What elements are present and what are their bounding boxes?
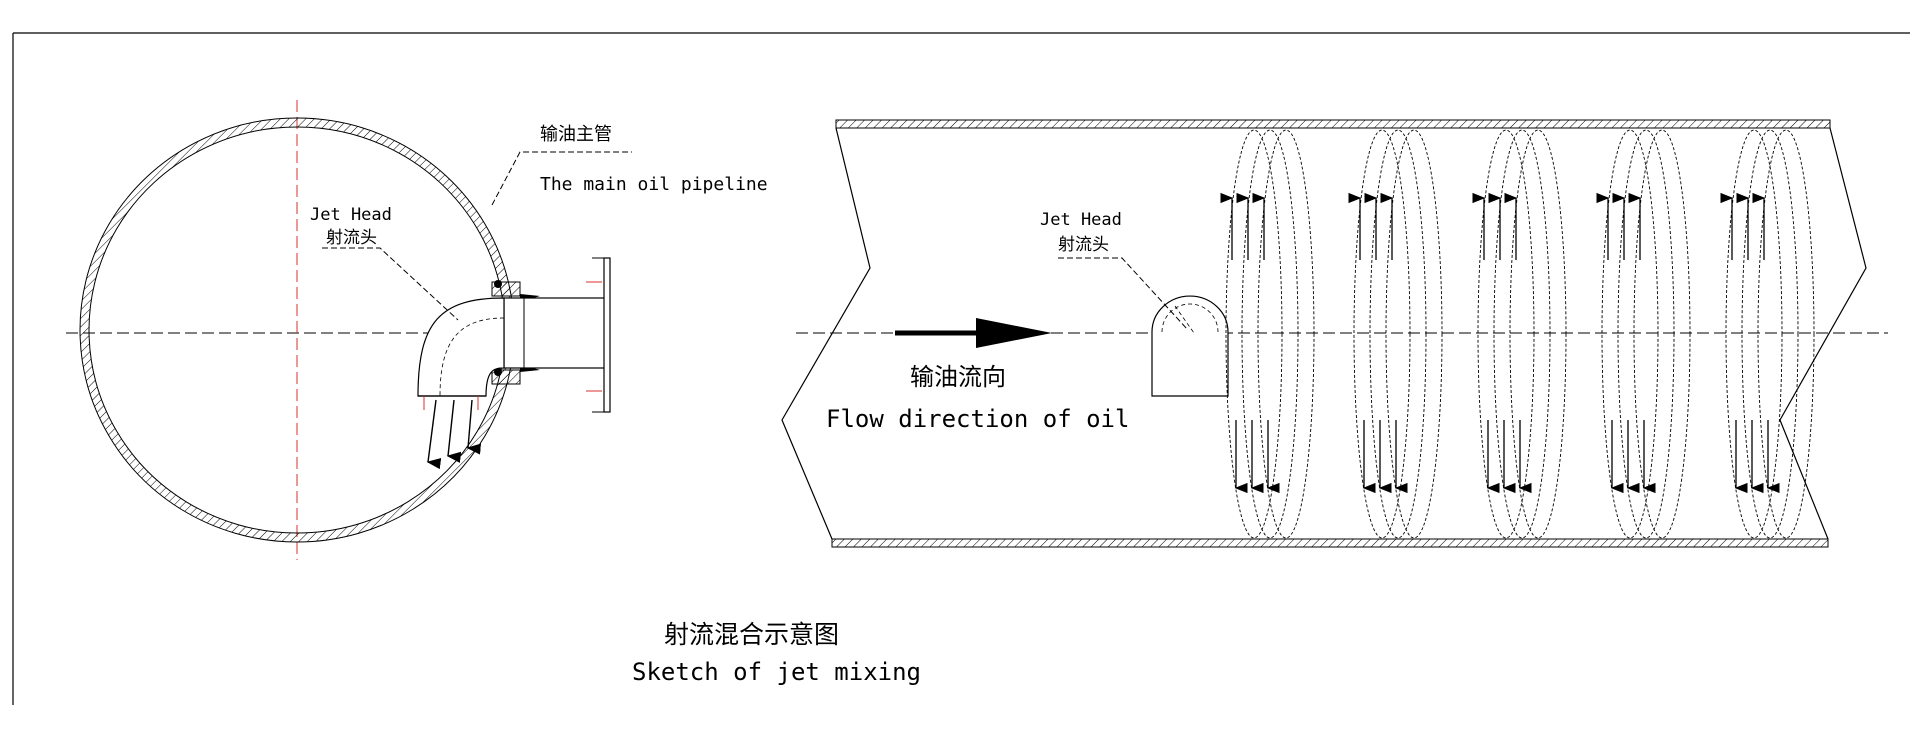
helix-flow-paths	[1220, 129, 1815, 539]
jet-arrow-3	[466, 399, 482, 455]
flow-label-en: Flow direction of oil	[826, 405, 1129, 433]
jet-head-label-cn-left: 射流头	[326, 228, 377, 248]
helix-loop-1-1	[1369, 129, 1427, 539]
pipeline-leader	[491, 151, 632, 206]
nozzle-pipe	[503, 297, 607, 369]
jet-head-elbow	[417, 297, 505, 397]
helix-loop-3-1	[1617, 129, 1675, 539]
break-line-left	[781, 127, 871, 540]
jet-head-label-en-right: Jet Head	[1040, 210, 1122, 230]
flow-label-cn: 输油流向	[910, 363, 1006, 391]
weld-bead-top	[494, 280, 502, 288]
break-line-right	[1779, 127, 1867, 540]
pipe-wall	[79, 117, 515, 543]
flange	[603, 257, 611, 413]
jet-head-leader-left	[322, 247, 459, 321]
pipeline-label-cn: 输油主管	[540, 124, 612, 145]
jet-head-label-en-left: Jet Head	[310, 205, 392, 225]
pipe-bottom-wall	[831, 538, 1829, 548]
jet-head-body	[1151, 295, 1229, 397]
helix-loop-4-2	[1757, 129, 1815, 539]
helix-loop-1-2	[1385, 129, 1443, 539]
helix-loop-0-0	[1225, 129, 1283, 539]
caption-title-en: Sketch of jet mixing	[632, 658, 921, 686]
jet-head-inner-arc	[1161, 303, 1219, 333]
pipe-top-wall	[835, 119, 1831, 129]
pipeline-label-en: The main oil pipeline	[540, 174, 768, 195]
helix-loop-2-1	[1493, 129, 1551, 539]
jet-arrow-1	[426, 399, 442, 470]
jet-head-leader-right	[1058, 257, 1189, 331]
helix-loop-0-1	[1241, 129, 1299, 539]
jet-head-label-cn-right: 射流头	[1058, 235, 1109, 255]
longitudinal-section-view: Jet Head 射流头 输油流向 Flow direction of oil	[781, 119, 1888, 548]
weld-bead-bottom	[494, 368, 502, 376]
flow-arrow-head	[976, 318, 1052, 348]
helix-loop-3-0	[1601, 129, 1659, 539]
helix-loop-4-0	[1725, 129, 1783, 539]
jet-head-dash	[1174, 305, 1195, 334]
jet-arrow-2	[446, 399, 462, 463]
caption-title-cn: 射流混合示意图	[664, 620, 839, 649]
helix-loop-2-0	[1477, 129, 1535, 539]
helix-loop-4-1	[1741, 129, 1799, 539]
helix-loop-3-2	[1633, 129, 1691, 539]
helix-loop-1-0	[1353, 129, 1411, 539]
helix-loop-0-2	[1257, 129, 1315, 539]
cross-section-view: 输油主管 The main oil pipeline Jet Head 射流头	[66, 100, 768, 560]
jet-head-elbow-inner	[439, 317, 505, 397]
helix-loop-2-2	[1509, 129, 1567, 539]
